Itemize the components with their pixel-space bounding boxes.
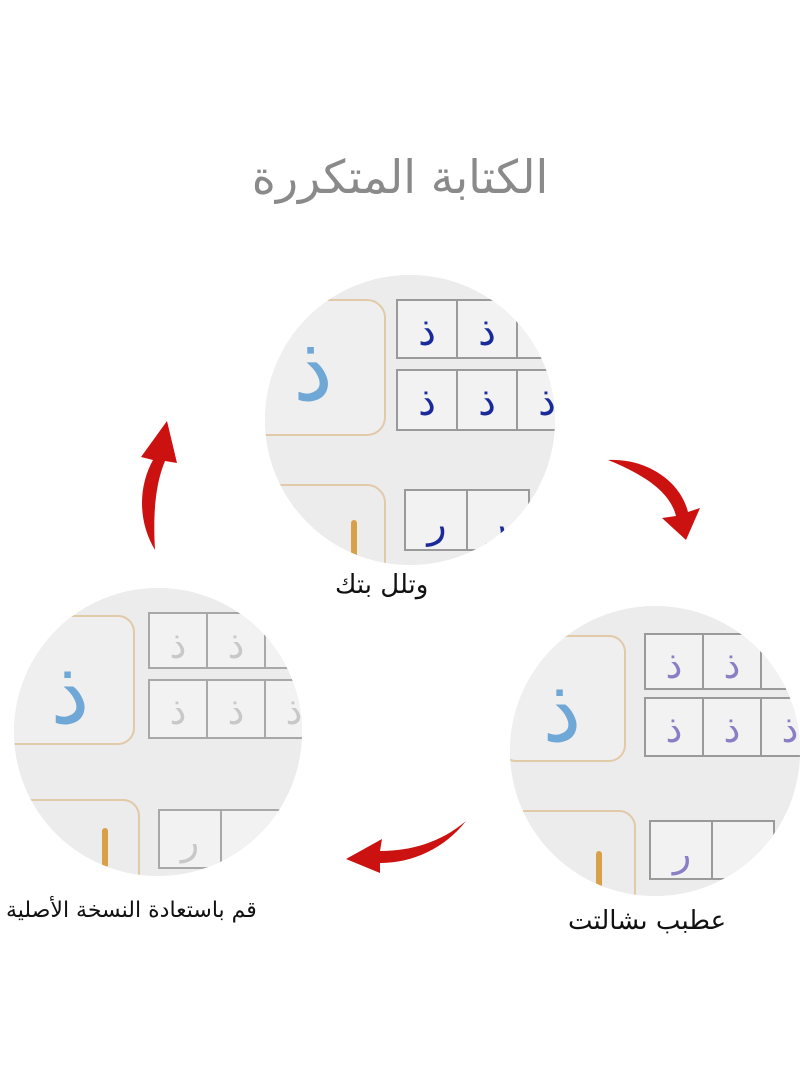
practice-sheet-faded: ذ ذ ذ ذ ذ ذ ر [14,588,302,876]
faded-letter-ra: ر [179,819,199,863]
step-write-caption: وتلل بتك [335,570,429,600]
orange-mark [102,828,108,868]
faded-letter: ذ [228,689,245,733]
traced-letter: ذ [418,309,436,355]
faded-letter: ذ [170,623,187,667]
orange-mark [596,851,602,891]
faded-letter: ذ [170,689,187,733]
fading-letter-ra: ر [671,831,691,875]
fading-letter: ذ [724,643,741,687]
step-restore-circle: ذ ذ ذ ذ ذ ذ ر [14,588,302,876]
orange-mark [351,520,357,560]
faded-letter: ذ [286,689,302,733]
traced-letter: ذ [418,379,436,425]
step-fade-circle: ذ ذ ذ ذ ذ ذ ر [510,606,800,896]
step-write-circle: ذ ذ ذ ذ ذ ذ ر ر [265,275,555,565]
step-restore-caption: قم باستعادة النسخة الأصلية [6,898,257,923]
practice-sheet-fading: ذ ذ ذ ذ ذ ذ ر [510,606,800,896]
large-letter-dhal: ذ [293,317,333,422]
traced-letter: ذ [538,379,555,425]
fading-letter: ذ [724,707,741,751]
red-curved-arrow-icon [141,421,177,550]
red-curved-arrow-icon [346,821,466,873]
faded-letter: ذ [228,623,245,667]
fading-letter: ذ [782,707,799,751]
large-letter-dhal: ذ [542,659,581,762]
red-curved-arrow-icon [608,459,700,540]
large-letter-dhal: ذ [50,641,89,744]
traced-letter: ذ [478,379,496,425]
page-title: الكتابة المتكررة [251,150,549,204]
step-fade-caption: عطبب ىشالتت [568,906,727,936]
traced-letter: ذ [478,309,496,355]
fading-letter: ذ [666,643,683,687]
practice-sheet-dark: ذ ذ ذ ذ ذ ذ ر ر [265,275,555,565]
fading-letter: ذ [666,707,683,751]
traced-letter-ra: ر [485,501,506,547]
traced-letter-ra: ر [425,501,446,547]
